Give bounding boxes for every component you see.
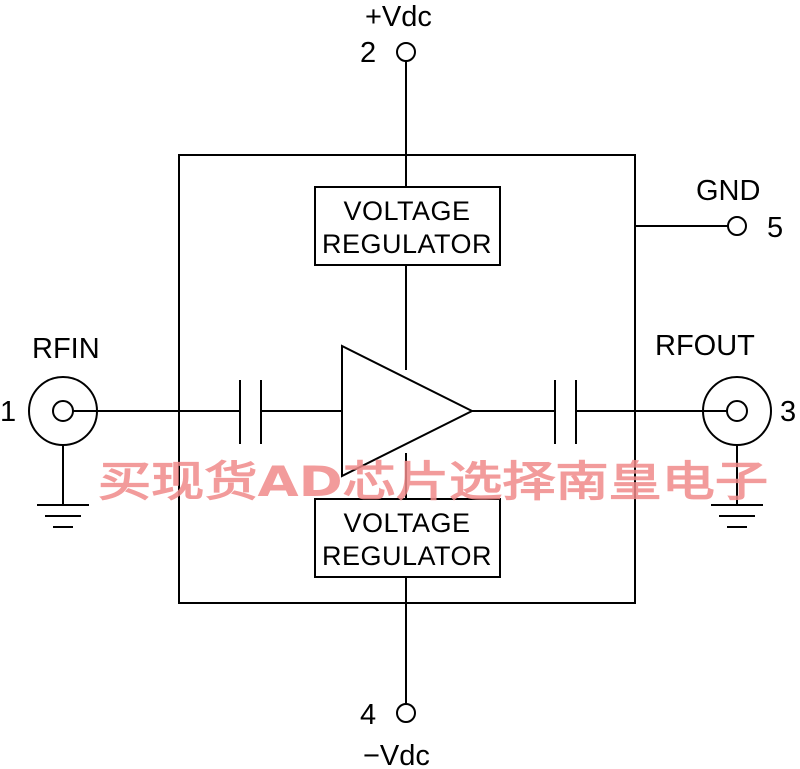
bottom-regulator-box [314, 498, 501, 578]
pin-3-rfout: RFOUT 3 [655, 330, 796, 528]
top-regulator-line2: REGULATOR [322, 229, 492, 259]
pin-1-rfin: RFIN 1 [0, 333, 240, 528]
top-voltage-regulator: VOLTAGE REGULATOR [314, 186, 501, 370]
pin-5-gnd: GND 5 [635, 175, 783, 244]
pin-4-vdc-minus: 4 −Vdc [360, 699, 430, 769]
pin-1-coax-inner [52, 400, 74, 422]
bottom-regulator-line2: REGULATOR [322, 541, 492, 571]
pin-2-terminal [396, 42, 416, 62]
pin-1-number: 1 [0, 396, 16, 428]
pin-2-vdc-plus: +Vdc 2 [360, 1, 432, 187]
pin-4-number: 4 [360, 699, 376, 731]
bottom-regulator-line1: VOLTAGE [343, 508, 470, 538]
output-capacitor [472, 380, 727, 444]
watermark-text: 买现货AD芯片选择南皇电子 [98, 457, 768, 506]
top-regulator-line1: VOLTAGE [343, 196, 470, 226]
pin-3-name: RFOUT [655, 330, 755, 362]
pin-5-terminal [727, 216, 747, 236]
pin-3-number: 3 [780, 396, 796, 428]
pin-1-name: RFIN [32, 333, 100, 365]
amplifier-symbol [341, 344, 475, 478]
top-regulator-box [314, 186, 501, 266]
pin-2-number: 2 [360, 37, 376, 69]
pin-5-number: 5 [767, 212, 783, 244]
input-capacitor [239, 380, 342, 444]
pin-2-name: +Vdc [365, 1, 432, 33]
pin-4-terminal [396, 703, 416, 723]
pin-5-name: GND [696, 175, 760, 207]
pin-4-name: −Vdc [363, 740, 430, 769]
bottom-voltage-regulator: VOLTAGE REGULATOR [314, 453, 501, 704]
pin-3-coax-inner [726, 400, 748, 422]
